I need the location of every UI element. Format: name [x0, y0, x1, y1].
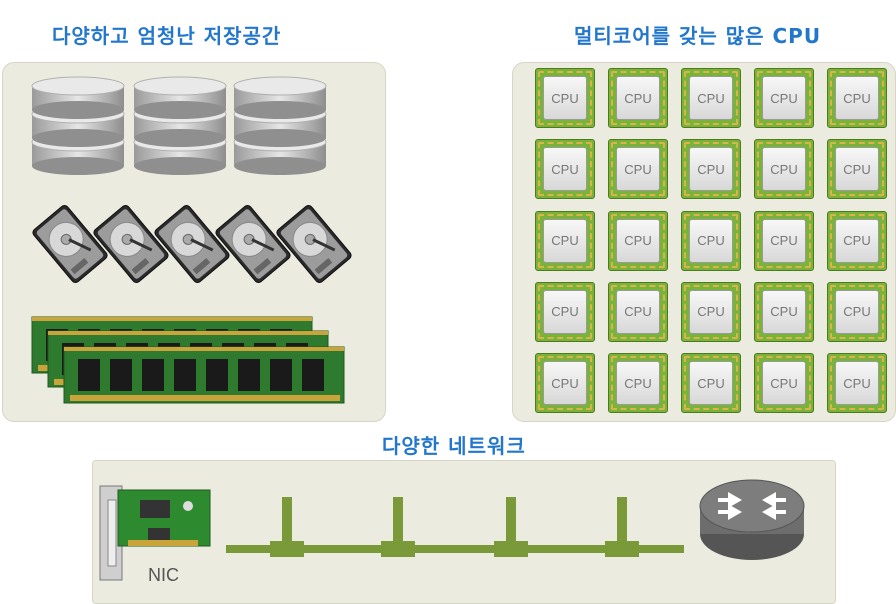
cpu-icon: CPU	[681, 353, 741, 414]
nic-label: NIC	[148, 565, 179, 585]
cpu-label: CPU	[762, 147, 806, 192]
cpu-label: CPU	[543, 147, 587, 192]
cpu-icon: CPU	[681, 281, 741, 342]
hard-disk-icon	[29, 202, 111, 286]
cpu-icon: CPU	[827, 139, 887, 200]
cpu-label: CPU	[616, 147, 660, 192]
cpu-title: 멀티코어를 갖는 많은 CPU	[574, 24, 822, 48]
cpu-label: CPU	[762, 76, 806, 120]
hard-disk-icon	[212, 202, 294, 286]
cpu-label: CPU	[762, 361, 806, 406]
cpu-icon: CPU	[608, 68, 668, 128]
cpu-icon: CPU	[681, 68, 741, 128]
cpu-icon: CPU	[827, 353, 887, 414]
database-icon	[134, 77, 226, 175]
cpu-label: CPU	[762, 218, 806, 263]
cpu-icon: CPU	[608, 281, 668, 342]
cpu-icon: CPU	[608, 210, 668, 271]
cpu-icon: CPU	[535, 68, 595, 128]
cpu-label: CPU	[689, 289, 733, 334]
hard-disk-icon	[273, 202, 355, 286]
cpu-icon: CPU	[754, 353, 814, 414]
cpu-label: CPU	[616, 218, 660, 263]
cpu-label: CPU	[689, 218, 733, 263]
cpu-label: CPU	[616, 361, 660, 406]
cpu-label: CPU	[543, 76, 587, 120]
cpu-icon: CPU	[535, 281, 595, 342]
hard-disk-icon	[151, 202, 233, 286]
cpu-icon: CPU	[827, 210, 887, 271]
cpu-icon: CPU	[827, 68, 887, 128]
nic-card-icon	[99, 485, 211, 581]
database-icon	[32, 77, 124, 175]
cpu-label: CPU	[543, 218, 587, 263]
cpu-label: CPU	[835, 147, 879, 192]
database-icon	[234, 77, 326, 175]
ram-module-icon	[63, 346, 345, 404]
cpu-icon: CPU	[535, 139, 595, 200]
cpu-icon: CPU	[608, 353, 668, 414]
cpu-icon: CPU	[608, 139, 668, 200]
cpu-label: CPU	[689, 147, 733, 192]
cpu-label: CPU	[762, 289, 806, 334]
cpu-label: CPU	[543, 361, 587, 406]
storage-title: 다양하고 엄청난 저장공간	[52, 24, 282, 48]
cpu-label: CPU	[835, 76, 879, 120]
hard-disk-icon	[90, 202, 172, 286]
cpu-label: CPU	[616, 289, 660, 334]
cpu-icon: CPU	[754, 210, 814, 271]
cpu-icon: CPU	[681, 210, 741, 271]
network-bus	[226, 497, 684, 557]
cpu-label: CPU	[543, 289, 587, 334]
cpu-icon: CPU	[827, 281, 887, 342]
network-title: 다양한 네트워크	[382, 434, 526, 458]
cpu-label: CPU	[835, 361, 879, 406]
cpu-icon: CPU	[535, 210, 595, 271]
cpu-icon: CPU	[754, 139, 814, 200]
cpu-icon: CPU	[754, 281, 814, 342]
cpu-icon: CPU	[681, 139, 741, 200]
cpu-icon: CPU	[754, 68, 814, 128]
cpu-label: CPU	[689, 361, 733, 406]
cpu-icon: CPU	[535, 353, 595, 414]
cpu-label: CPU	[835, 289, 879, 334]
cpu-label: CPU	[835, 218, 879, 263]
cpu-label: CPU	[616, 76, 660, 120]
router-icon	[699, 479, 805, 560]
cpu-label: CPU	[689, 76, 733, 120]
